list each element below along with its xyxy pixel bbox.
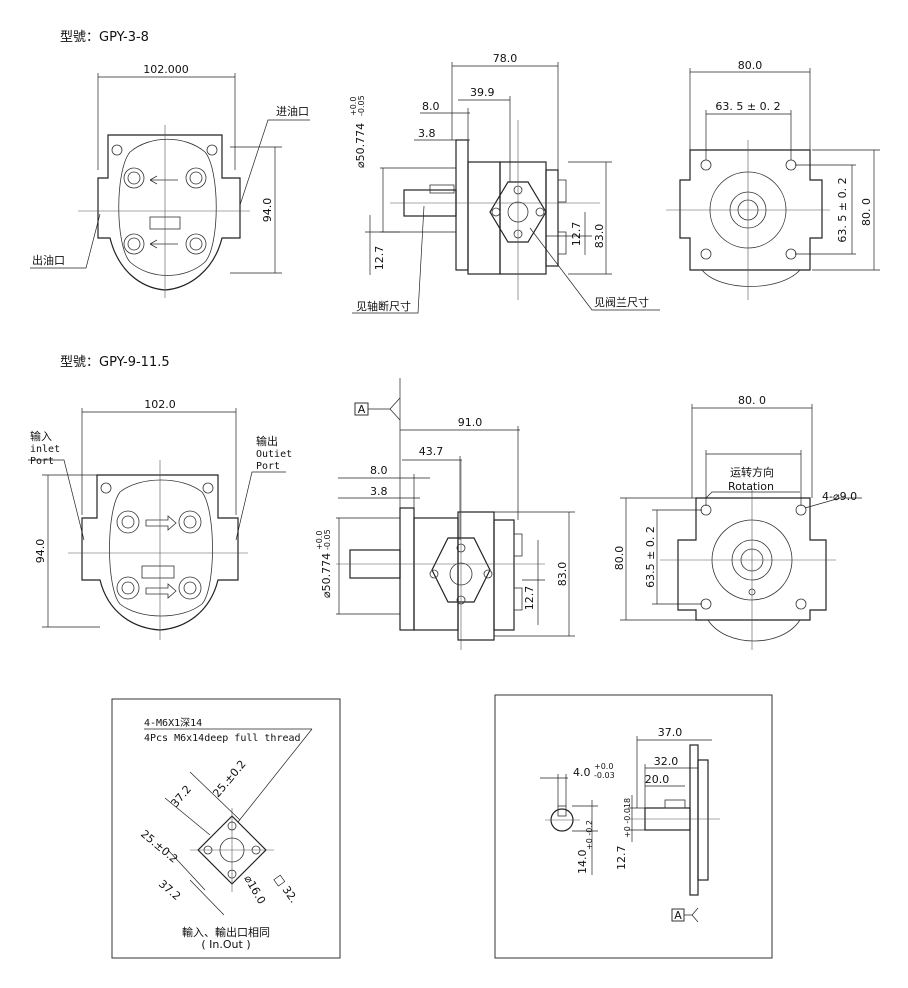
flange-bore: ⌀16.0 (241, 873, 268, 906)
model1-front-height: 94.0 (261, 198, 274, 223)
detail-flange-box (111, 698, 341, 959)
shaft-len1: 37.0 (658, 726, 683, 739)
shaft-key-tol-up: +0.0 (594, 762, 613, 771)
model1-outlet-label: 出油口 (32, 253, 65, 267)
model2-shaft-tol-down: -0.05 (323, 529, 332, 550)
model1-side-d2: 8.0 (422, 100, 440, 113)
model2-inlet-cn: 输入 (30, 429, 52, 443)
model1-rear-width: 80.0 (738, 59, 763, 72)
shaft-len2: 32.0 (654, 755, 679, 768)
shaft-len3: 20.0 (645, 773, 670, 786)
model2-rear-view: 80. 0 运转方向 Rotation 4-⌀9.0 80.0 63.5 ± 0… (613, 394, 862, 650)
model2-title: 型號：GPY-9-11.5 (60, 355, 170, 370)
model2-rotation-en: Rotation (728, 480, 774, 493)
model1-h3: 83.0 (593, 224, 606, 249)
detail-shaft: 37.0 32.0 20.0 12.7 +0 -0.018 4.0 +0.0 -… (540, 726, 720, 923)
model1-shaft-tol-up: +0.0 (349, 97, 358, 116)
model2-h2: 83.0 (556, 562, 569, 587)
model1-shaft-dia: ⌀50.774 (354, 123, 367, 168)
model2-side-length: 91.0 (458, 416, 483, 429)
model1-h2: 12.7 (570, 222, 583, 247)
model2-shaft-tol-up: +0.0 (315, 531, 324, 550)
model1-shaft-tol-down: -0.05 (357, 95, 366, 116)
model1-inlet-label: 进油口 (276, 104, 309, 118)
shaft-dia: 12.7 (615, 846, 628, 871)
model1-side-length: 78.0 (493, 52, 518, 65)
model1-side-view: 78.0 39.9 8.0 3.8 ⌀50.774 +0.0 -0.05 12.… (349, 52, 660, 314)
shaft-key-h: 14.0 (576, 850, 589, 875)
model1-side-d1: 39.9 (470, 86, 495, 99)
flange-dim-a: 37.2 (168, 783, 194, 810)
model1-rear-span-h: 63. 5 ± 0. 2 (715, 100, 780, 113)
model2-h1: 12.7 (523, 586, 536, 611)
model2-outlet-cn: 输出 (256, 434, 278, 448)
flange-dim-c: 25.±0.2 (138, 827, 180, 865)
model2-rear-holes: 4-⌀9.0 (822, 490, 857, 503)
model2-inlet-en: inlet (30, 444, 60, 455)
model2-front-view: 102.0 94.0 输入 inlet Port 输出 Outiet Port (28, 398, 292, 640)
model2-rear-height: 80.0 (613, 546, 626, 571)
model2-front-width: 102.0 (144, 398, 176, 411)
model2-side-view: A 91.0 43.7 8.0 3.8 ⌀50.774 +0.0 -0.05 (315, 378, 575, 650)
model1-h1: 12.7 (373, 246, 386, 271)
shaft-key-h-tol: +0 -0.2 (585, 820, 594, 850)
flange-dim-b: 25.±0.2 (210, 758, 248, 800)
shaft-key: 4.0 (573, 766, 591, 779)
model1-front-width: 102.000 (143, 63, 189, 76)
model2-shaft-dia: ⌀50.774 (320, 553, 333, 598)
model1-rear-height: 80. 0 (860, 198, 873, 226)
model2-rear-span: 63.5 ± 0. 2 (644, 526, 657, 588)
model1-title: 型號：GPY-3-8 (60, 30, 149, 45)
model1-note-shaft: 见轴断尺寸 (356, 299, 411, 313)
model2-inlet-port: Port (30, 456, 54, 467)
model1-rear-view: 80.0 63. 5 ± 0. 2 63. 5 ± 0. 2 80. 0 (666, 59, 880, 300)
model2-outlet-en: Outiet (256, 449, 292, 460)
model1-front-view: 102.000 94.0 进油口 出油口 (30, 63, 310, 298)
flange-caption-cn: 輸入、輸出口相同 (182, 925, 270, 939)
model2-outlet-port: Port (256, 461, 280, 472)
flange-thread-en: 4Pcs M6x14deep full thread (144, 733, 301, 744)
model2-side-d1: 43.7 (419, 445, 444, 458)
model2-side-d3: 3.8 (370, 485, 388, 498)
model1-side-d3: 3.8 (418, 127, 436, 140)
model2-rear-width: 80. 0 (738, 394, 766, 407)
shaft-datum: A (674, 909, 682, 922)
model1-note-flange: 见阀兰尺寸 (594, 295, 649, 309)
flange-dim-d: 37.2 (156, 877, 183, 903)
detail-shaft-box (494, 694, 773, 959)
model2-front-height: 94.0 (34, 539, 47, 564)
model2-rotation-cn: 运转方向 (730, 465, 774, 479)
model2-side-d2: 8.0 (370, 464, 388, 477)
model1-rear-span-v: 63. 5 ± 0. 2 (836, 177, 849, 242)
flange-thread-cn: 4-M6X1深14 (144, 717, 202, 729)
detail-flange: 4-M6X1深14 4Pcs M6x14deep full thread 37.… (138, 717, 313, 951)
shaft-key-tol-down: -0.03 (594, 771, 615, 780)
flange-square: □ 32. (272, 872, 301, 905)
flange-caption-en: ( In.Out ) (201, 938, 250, 951)
shaft-dia-tol: +0 -0.018 (623, 798, 632, 838)
model2-datum: A (358, 403, 366, 416)
